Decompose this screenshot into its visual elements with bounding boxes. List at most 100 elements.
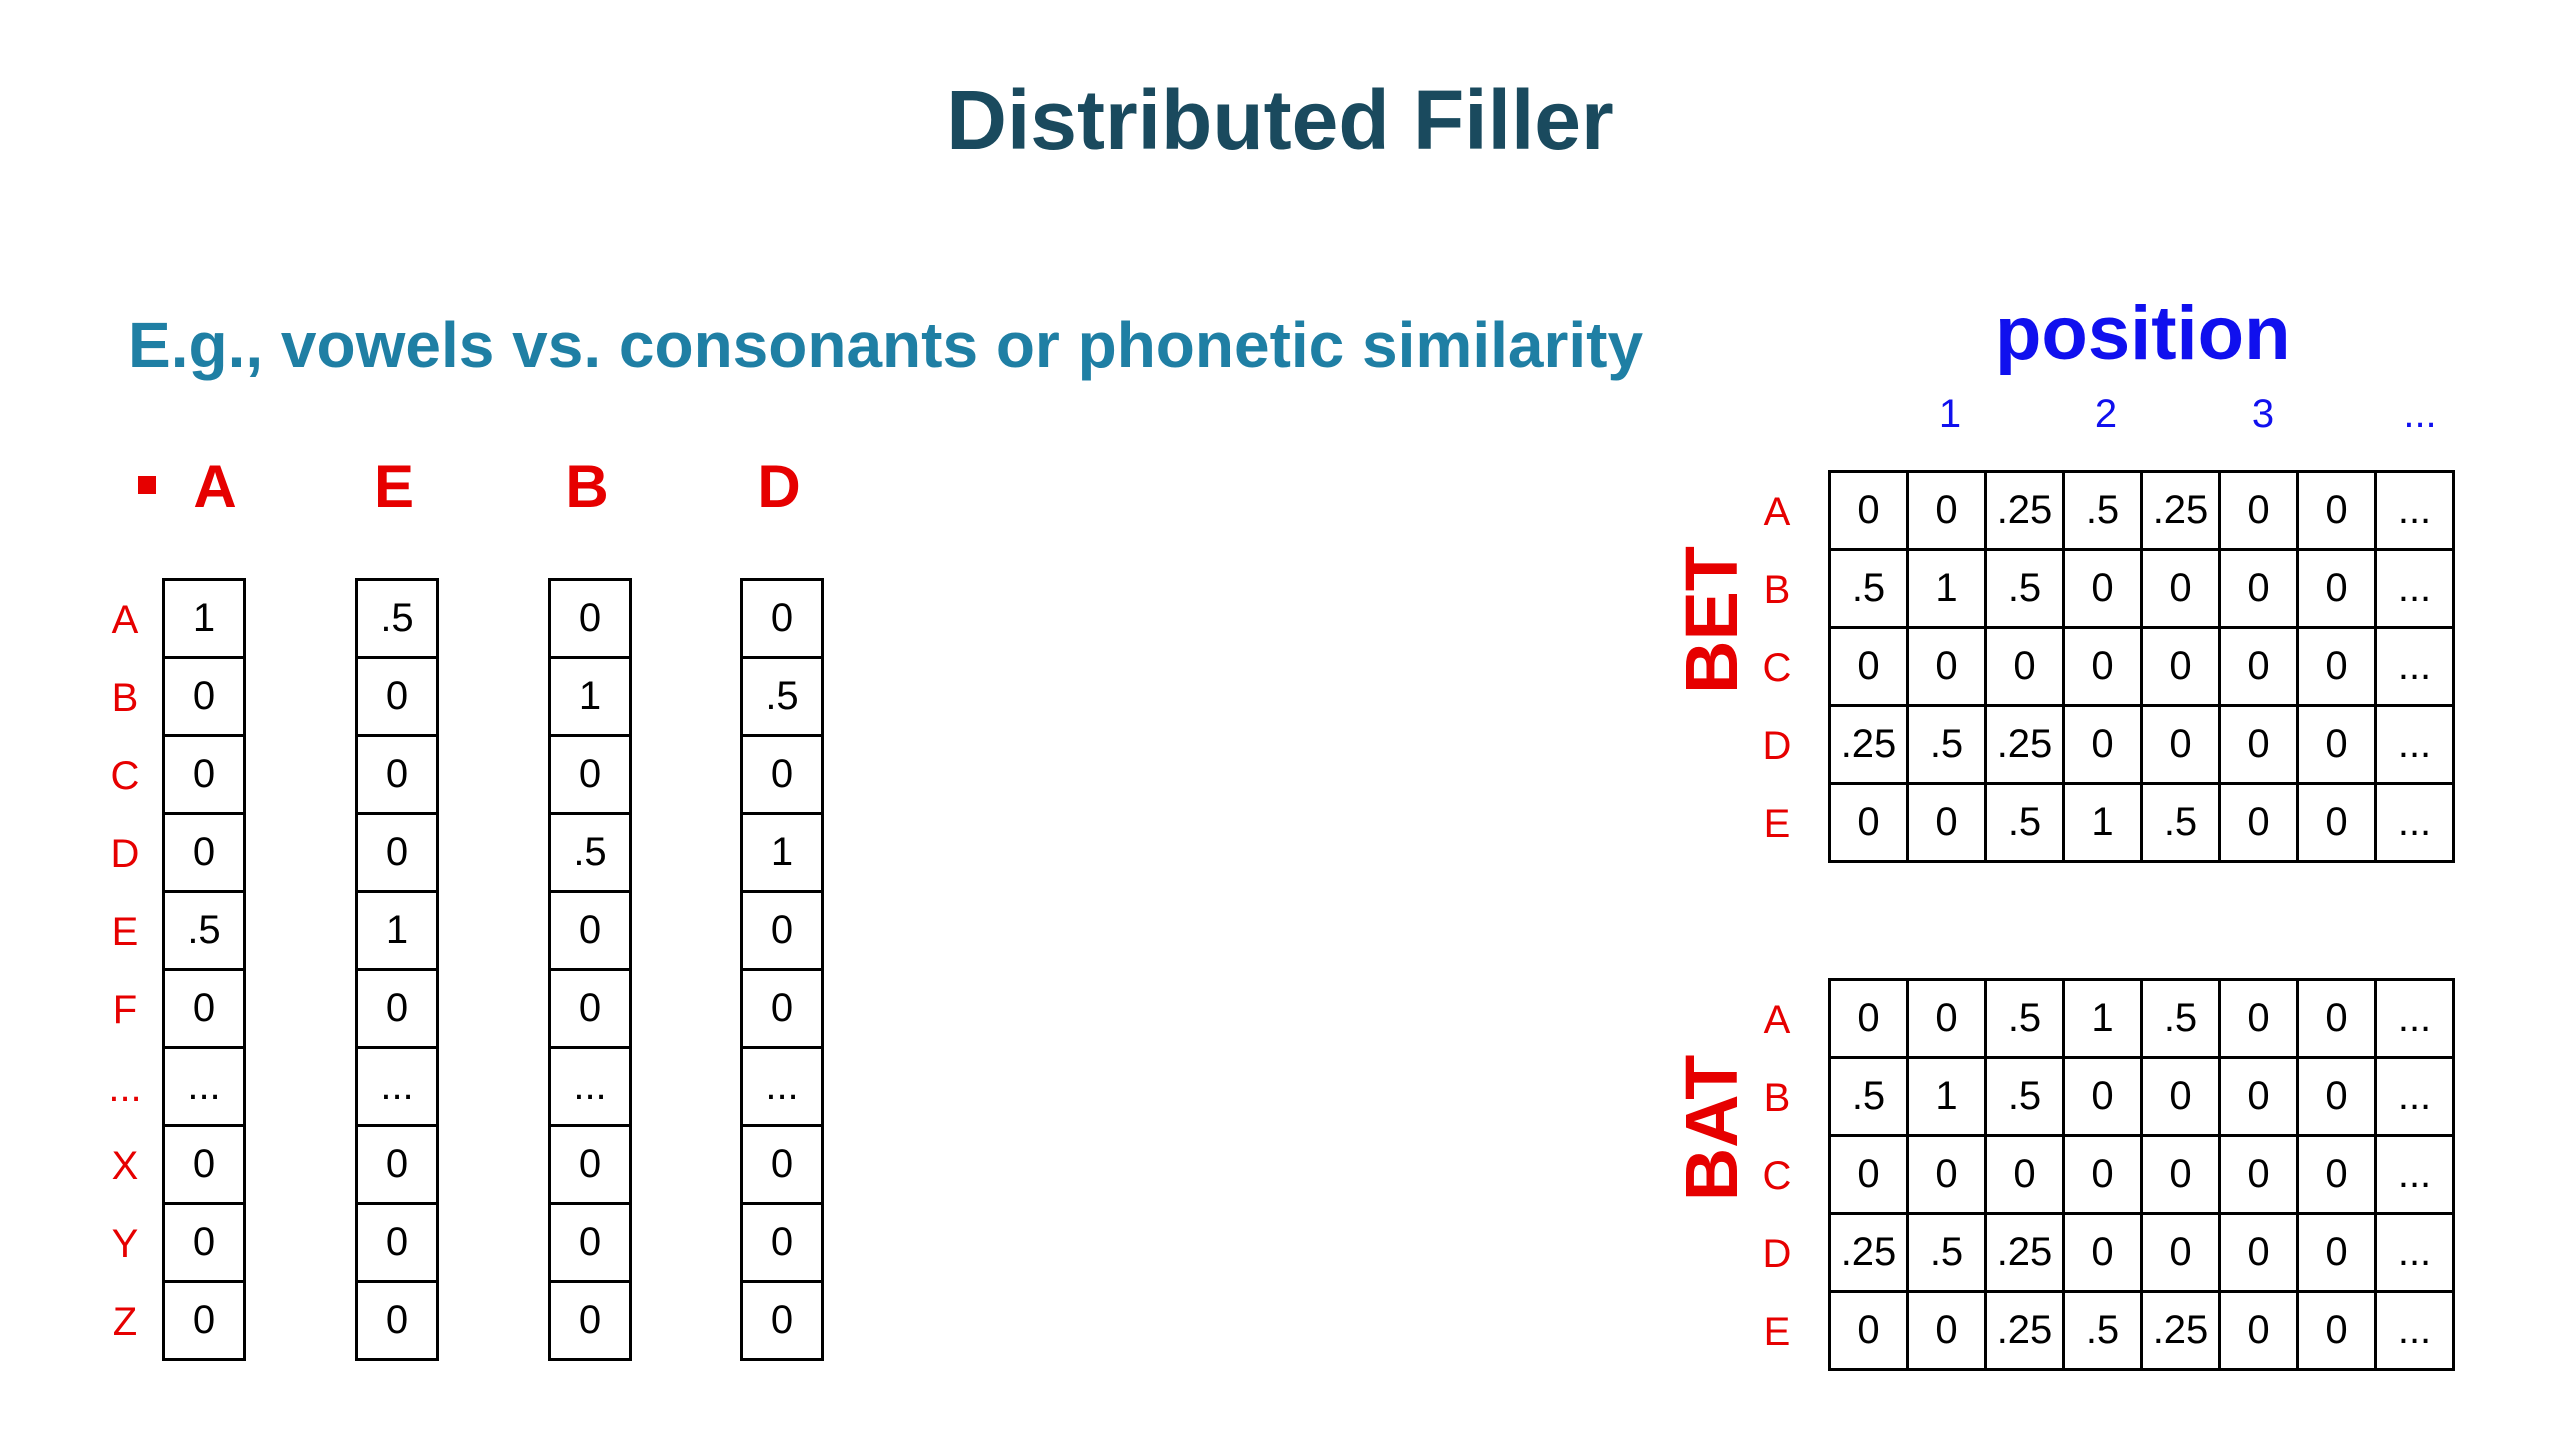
vector-row-label: D <box>110 832 140 876</box>
matrix-cell: .5 <box>1828 1056 1909 1137</box>
matrix-cell: 0 <box>2218 978 2299 1059</box>
vector-row-label: F <box>112 988 138 1032</box>
matrix-row-label: C <box>1762 646 1792 690</box>
vector-row-label: X <box>111 1144 139 1188</box>
matrix-cell: ... <box>2374 1212 2455 1293</box>
vector-cell: .5 <box>551 815 629 893</box>
vector-row-label: Z <box>112 1300 138 1344</box>
matrix-row-label: C <box>1762 1154 1792 1198</box>
matrix-cell: 0 <box>2296 1134 2377 1215</box>
vector-cell: .5 <box>358 581 436 659</box>
vector-heading: E <box>373 453 415 520</box>
vector-cell: 0 <box>743 893 821 971</box>
matrix-cell: .25 <box>1828 1212 1909 1293</box>
matrix-cell: 0 <box>2296 978 2377 1059</box>
matrix-cell: 0 <box>2218 1290 2299 1371</box>
vector-cell: 0 <box>165 1127 243 1205</box>
matrix-cell: ... <box>2374 1056 2455 1137</box>
vector-cell: 0 <box>358 815 436 893</box>
matrix-cell: ... <box>2374 470 2455 551</box>
vector-cell: 0 <box>551 581 629 659</box>
matrix-cell: 0 <box>2062 1134 2143 1215</box>
matrix-cell: 0 <box>1906 782 1987 863</box>
matrix-cell: 0 <box>1984 1134 2065 1215</box>
matrix-row-label: A <box>1763 490 1791 534</box>
matrix-cell: 0 <box>2296 1212 2377 1293</box>
matrix-cell: 0 <box>2140 704 2221 785</box>
matrix-cell: 0 <box>2296 704 2377 785</box>
slide-title: Distributed Filler <box>946 73 1614 167</box>
matrix-cell: 0 <box>1828 1134 1909 1215</box>
matrix-cell: .5 <box>2140 782 2221 863</box>
vector-row-label: E <box>111 910 139 954</box>
slide-subtitle: E.g., vowels vs. consonants or phonetic … <box>128 309 1644 381</box>
vector-cell: ... <box>743 1049 821 1127</box>
matrix-cell: 0 <box>2296 470 2377 551</box>
matrix-cell: 0 <box>2218 470 2299 551</box>
matrix-cell: 0 <box>2062 704 2143 785</box>
matrix-cell: ... <box>2374 704 2455 785</box>
matrix-cell: 0 <box>2218 704 2299 785</box>
matrix-cell: 0 <box>1828 470 1909 551</box>
vector-cell: ... <box>551 1049 629 1127</box>
vector-cell: 0 <box>192 1298 216 1342</box>
vector-cell: 0 <box>743 1205 821 1283</box>
matrix-cell: .5 <box>1984 1056 2065 1137</box>
position-column-number: ... <box>2403 392 2437 436</box>
vector-cell: 0 <box>358 1127 436 1205</box>
vector-cell: 0 <box>551 971 629 1049</box>
matrix-cell: .25 <box>2140 1290 2221 1371</box>
vector-cell: 0 <box>743 1127 821 1205</box>
matrix-cell: 0 <box>2218 626 2299 707</box>
vector-cell: 1 <box>743 815 821 893</box>
matrix-cell: .5 <box>1984 782 2065 863</box>
word-label: BAT <box>1670 1054 1753 1202</box>
matrix-cell: .25 <box>2140 470 2221 551</box>
vector-heading: B <box>565 453 609 520</box>
matrix-cell: .5 <box>1906 1212 1987 1293</box>
vector-cell: 0 <box>743 971 821 1049</box>
vector-cell: 0 <box>358 737 436 815</box>
matrix-row-label: D <box>1762 1232 1792 1276</box>
vector-cell: 0 <box>165 815 243 893</box>
matrix-row-label: E <box>1763 1310 1791 1354</box>
matrix-cell: 0 <box>2062 626 2143 707</box>
matrix-cell: 1 <box>1906 548 1987 629</box>
matrix-cell: 0 <box>2218 1212 2299 1293</box>
matrix-cell: 0 <box>1906 978 1987 1059</box>
vector-heading: D <box>757 453 801 520</box>
matrix-cell: 0 <box>1828 1290 1909 1371</box>
matrix-cell: 0 <box>2296 626 2377 707</box>
matrix-cell: .25 <box>1984 1290 2065 1371</box>
matrix-cell: 0 <box>2218 782 2299 863</box>
matrix-cell: 0 <box>2062 1212 2143 1293</box>
matrix-row-label: D <box>1762 724 1792 768</box>
matrix-cell: 0 <box>2140 1056 2221 1137</box>
vector-cell: 1 <box>165 581 243 659</box>
matrix-cell: .5 <box>2062 470 2143 551</box>
vector-row-label: A <box>111 598 139 642</box>
matrix-cell: .5 <box>2062 1290 2143 1371</box>
matrix-cell: 1 <box>2062 978 2143 1059</box>
vector-cell: 0 <box>358 659 436 737</box>
vector-cell: 0 <box>551 893 629 971</box>
matrix-cell: 0 <box>2218 1134 2299 1215</box>
matrix-cell: 0 <box>1828 978 1909 1059</box>
matrix-cell: 0 <box>2296 1056 2377 1137</box>
matrix-cell: .25 <box>1984 1212 2065 1293</box>
matrix-cell: ... <box>2374 1134 2455 1215</box>
matrix-cell: .25 <box>1984 704 2065 785</box>
vector-cell: .5 <box>165 893 243 971</box>
